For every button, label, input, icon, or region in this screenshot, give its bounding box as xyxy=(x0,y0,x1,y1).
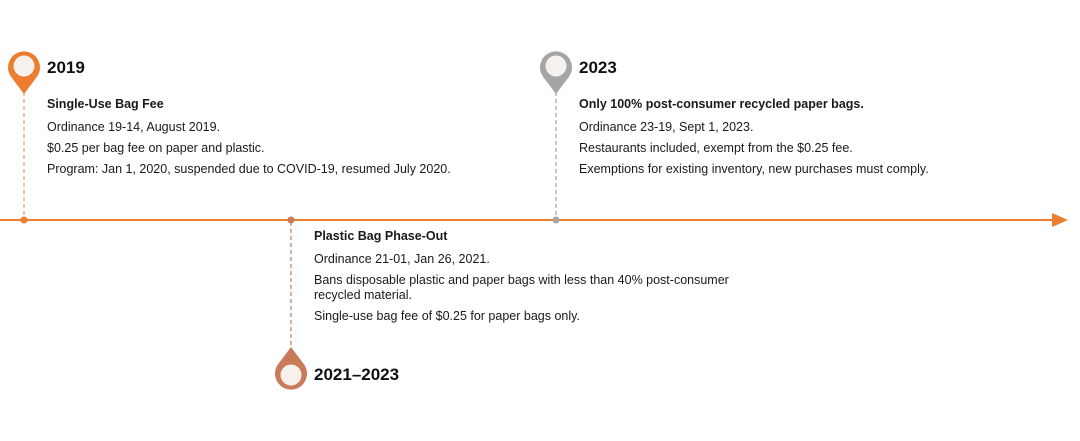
event-block-2023: Only 100% post-consumer recycled paper b… xyxy=(579,97,1019,183)
axis-dot-2019 xyxy=(20,216,28,224)
event-line: $0.25 per bag fee on paper and plastic. xyxy=(47,141,265,155)
event-line: Ordinance 21-01, Jan 26, 2021. xyxy=(314,252,490,266)
year-label-2021-2023: 2021–2023 xyxy=(314,365,400,384)
axis-dot-2021-2023 xyxy=(287,216,295,224)
year-label-2019: 2019 xyxy=(47,58,85,77)
event-line: Ordinance 23-19, Sept 1, 2023. xyxy=(579,120,754,134)
map-pin-icon-2023 xyxy=(540,51,572,94)
event-block-2019: Single-Use Bag Fee Ordinance 19-14, Augu… xyxy=(47,97,487,183)
event-title: Single-Use Bag Fee xyxy=(47,97,164,111)
event-line: Ordinance 19-14, August 2019. xyxy=(47,120,221,134)
event-line: Bans disposable plastic and paper bags w… xyxy=(314,273,729,302)
axis-dot-2023 xyxy=(552,216,560,224)
year-label-2023: 2023 xyxy=(579,58,617,77)
timeline-arrowhead xyxy=(1052,213,1068,227)
event-line: Program: Jan 1, 2020, suspended due to C… xyxy=(47,162,451,176)
event-line: Single-use bag fee of $0.25 for paper ba… xyxy=(314,309,580,323)
map-pin-icon-2019 xyxy=(7,51,40,94)
event-title: Only 100% post-consumer recycled paper b… xyxy=(579,97,864,111)
event-title: Plastic Bag Phase-Out xyxy=(314,229,448,243)
event-block-2021-2023: Plastic Bag Phase-Out Ordinance 21-01, J… xyxy=(314,229,754,330)
event-line: Restaurants included, exempt from the $0… xyxy=(579,141,853,155)
event-line: Exemptions for existing inventory, new p… xyxy=(579,162,929,176)
map-pin-icon-2021-2023 xyxy=(275,347,307,390)
